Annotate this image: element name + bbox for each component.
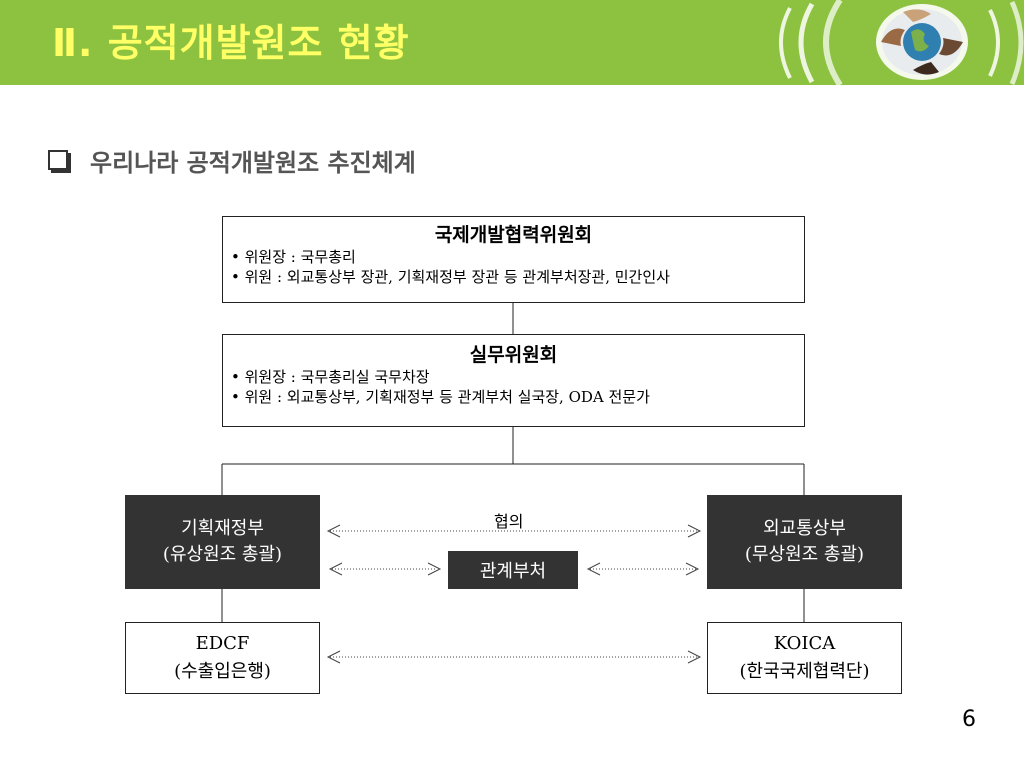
edcf-name: EDCF bbox=[195, 633, 250, 654]
mosf-role: (유상원조 총괄) bbox=[162, 544, 283, 565]
mofat-name: 외교통상부 bbox=[763, 518, 846, 539]
section-subtitle-text: 우리나라 공적개발원조 추진체계 bbox=[90, 148, 416, 177]
committee-members: • 위원 : 외교통상부 장관, 기획재정부 장관 등 관계부처장관, 민간인사 bbox=[231, 268, 670, 286]
mofat-box: 외교통상부 (무상원조 총괄) bbox=[707, 495, 902, 589]
header-decoration bbox=[779, 0, 1024, 85]
working-committee-title: 실무위원회 bbox=[469, 344, 558, 366]
koica-org: (한국국제협력단) bbox=[739, 661, 870, 682]
page-number: 6 bbox=[962, 707, 976, 732]
working-committee-box: 실무위원회 • 위원장 : 국무총리실 국무차장 • 위원 : 외교통상부, 기… bbox=[222, 334, 805, 427]
mosf-name: 기획재정부 bbox=[181, 518, 264, 539]
working-committee-chair: • 위원장 : 국무총리실 국무차장 bbox=[231, 368, 430, 386]
globe-hands-icon bbox=[876, 4, 968, 80]
consult-label: 협의 bbox=[494, 512, 524, 531]
page-title: Ⅱ. 공적개발원조 현황 bbox=[52, 21, 410, 65]
header-band bbox=[0, 0, 1024, 85]
mofat-role: (무상원조 총괄) bbox=[744, 544, 865, 565]
committee-chair: • 위원장 : 국무총리 bbox=[231, 248, 356, 266]
koica-name: KOICA bbox=[773, 633, 836, 654]
checkbox-icon bbox=[48, 150, 68, 170]
committee-box: 국제개발협력위원회 • 위원장 : 국무총리 • 위원 : 외교통상부 장관, … bbox=[222, 216, 805, 303]
edcf-box: EDCF (수출입은행) bbox=[125, 622, 320, 694]
koica-box: KOICA (한국국제협력단) bbox=[707, 622, 902, 694]
committee-title: 국제개발협력위원회 bbox=[434, 224, 593, 246]
related-ministries-box: 관계부처 bbox=[448, 551, 578, 589]
section-subtitle: 우리나라 공적개발원조 추진체계 bbox=[48, 143, 416, 177]
mosf-box: 기획재정부 (유상원조 총괄) bbox=[125, 495, 320, 589]
working-committee-members: • 위원 : 외교통상부, 기획재정부 등 관계부처 실국장, ODA 전문가 bbox=[231, 388, 650, 406]
edcf-org: (수출입은행) bbox=[174, 661, 271, 682]
